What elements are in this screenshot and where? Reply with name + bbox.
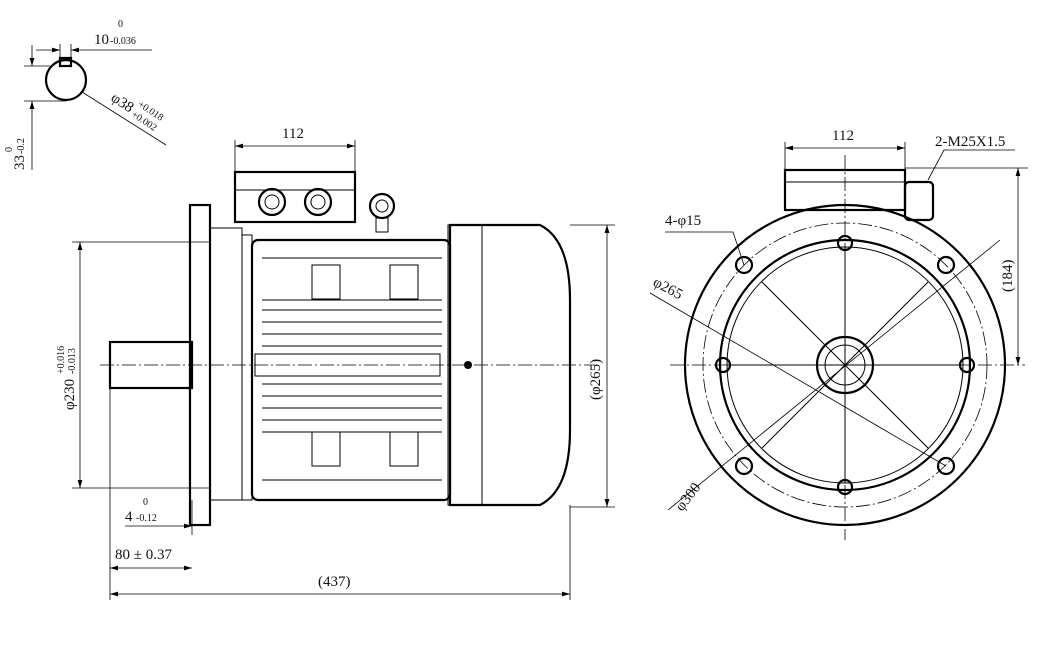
svg-text:0: 0 <box>143 497 148 508</box>
cable-gland-label: 2-M25X1.5 <box>935 134 1005 150</box>
svg-text:-0.12: -0.12 <box>136 513 157 524</box>
box-width-label: 112 <box>282 126 304 142</box>
shaft <box>108 340 194 390</box>
flange-outer-label: φ300 <box>673 480 705 514</box>
svg-text:0: 0 <box>118 19 123 30</box>
key-width-label: 10 <box>94 32 109 48</box>
svg-text:0: 0 <box>4 147 15 152</box>
key-height-label: 33 <box>12 155 28 170</box>
spigot-depth-label: 4 <box>125 509 133 525</box>
lifting-eye <box>368 192 396 220</box>
side-view: 112 φ230 +0.016 -0.013 (φ265) 4 0 -0.12 … <box>56 126 615 600</box>
fan-cover <box>448 223 572 507</box>
mount-hole <box>734 456 754 476</box>
svg-text:-0.2: -0.2 <box>16 138 27 154</box>
front-box-width-label: 112 <box>832 128 854 144</box>
shaft-key-section: 10 0 -0.036 33 0 -0.2 φ38 +0.018 +0.002 <box>4 19 167 170</box>
mount-hole <box>734 255 754 275</box>
svg-text:+0.016: +0.016 <box>56 346 67 374</box>
svg-text:-0.036: -0.036 <box>110 36 136 47</box>
shaft-length-label: 80 ± 0.37 <box>115 547 172 563</box>
flange-dia-label: (φ265) <box>588 359 604 400</box>
mount-hole <box>936 456 956 476</box>
motor-body <box>250 238 452 502</box>
front-view: 112 2-M25X1.5 (184) 4-φ15 φ265 φ300 <box>649 128 1028 540</box>
holes-label: 4-φ15 <box>665 213 701 229</box>
height-label: (184) <box>1000 260 1016 293</box>
cable-gland <box>903 180 935 222</box>
overall-length-label: (437) <box>318 574 351 590</box>
spigot-dia-label: φ230 <box>62 379 78 410</box>
mount-hole <box>936 255 956 275</box>
pcd-label: φ265 <box>650 274 685 303</box>
svg-text:-0.013: -0.013 <box>67 348 78 374</box>
terminal-box <box>233 170 357 224</box>
cooling-fins <box>254 257 442 481</box>
